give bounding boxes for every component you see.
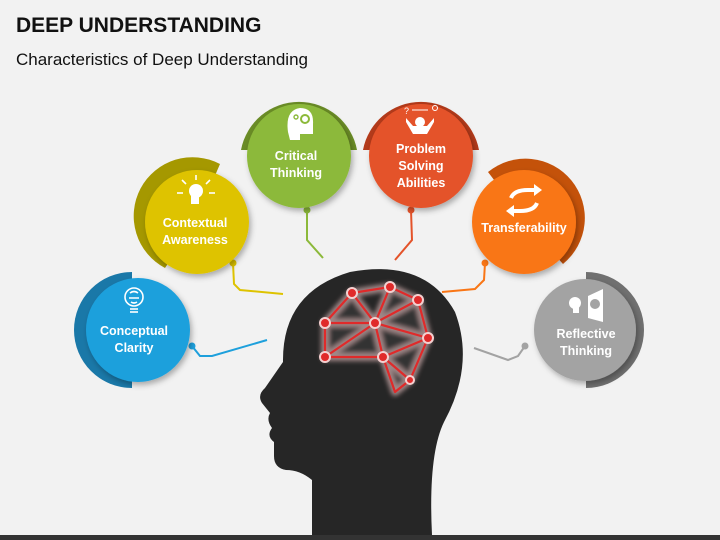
item-label: Thinking [560,344,612,358]
item-reflective-thinking: Reflective Thinking [534,272,644,388]
item-label: Reflective [556,327,615,341]
connector-conceptual [191,339,268,357]
item-label: Critical [275,149,317,163]
slide-title: DEEP UNDERSTANDING [16,14,262,37]
head-arrows-icon [177,175,215,204]
slide-subtitle: Characteristics of Deep Understanding [16,50,308,69]
item-conceptual-clarity: Conceptual Clarity [74,272,190,388]
lightbulb-brain-icon [124,287,144,313]
connector-contextual [232,262,284,295]
item-contextual-awareness: Contextual Awareness [133,157,249,274]
item-problem-solving: ? Problem Solving Abilities [363,101,479,208]
item-label: Thinking [270,166,322,180]
head-gears-icon [287,108,314,140]
item-label: Abilities [397,176,446,190]
brain-network-icon [319,281,434,396]
item-label: Problem [396,142,446,156]
item-critical-thinking: Critical Thinking [241,101,357,208]
item-label: Contextual [163,216,228,230]
item-label: Awareness [162,233,228,247]
reflection-heads-icon [569,289,603,322]
connector-reflective [473,345,526,362]
transfer-arrows-icon [506,184,542,217]
problem-solving-icon: ? [404,105,438,134]
connector-critical [306,210,324,259]
connector-problem [394,209,414,261]
item-label: Transferability [481,221,566,235]
connector-transfer [441,262,486,293]
bottom-bar [0,535,720,540]
item-label: Clarity [115,341,154,355]
item-label: Solving [398,159,443,173]
item-label: Conceptual [100,324,168,338]
item-transferability: Transferability [472,158,585,274]
svg-text:?: ? [404,106,409,116]
